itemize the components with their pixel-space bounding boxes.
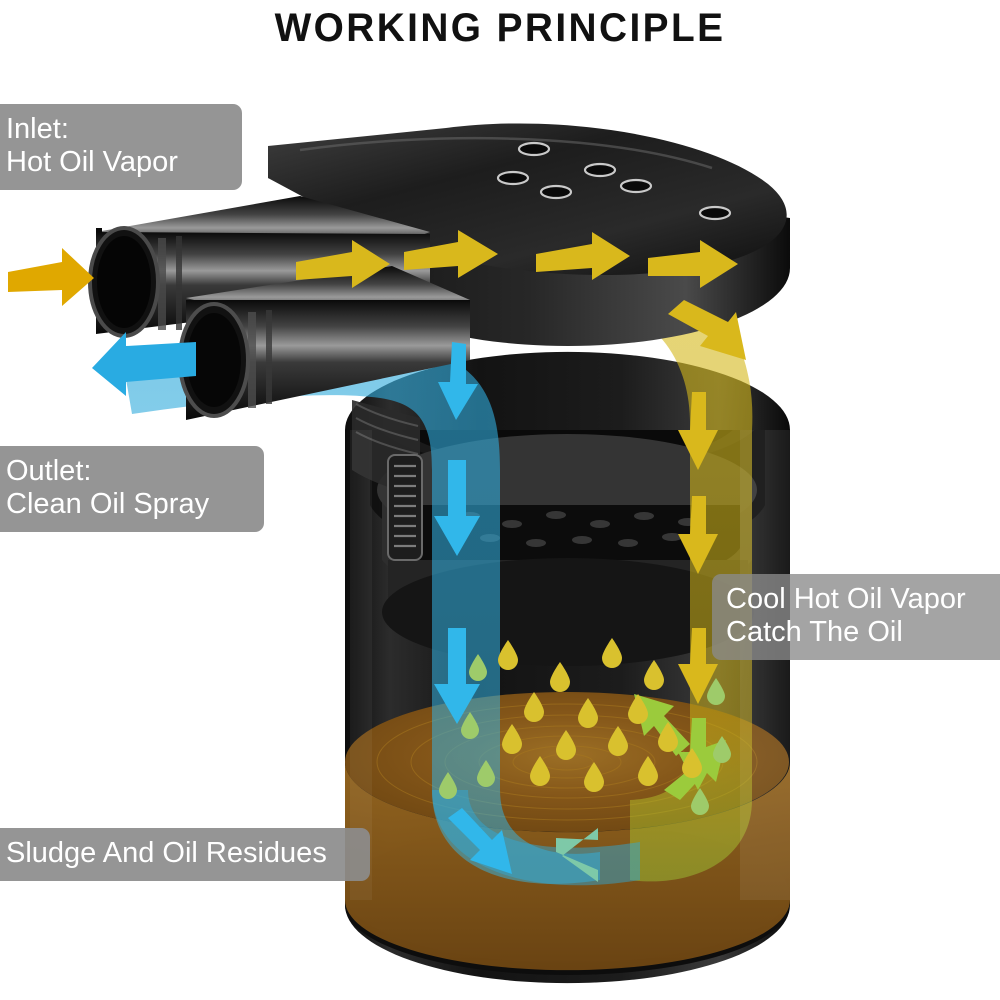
clean-air-arrows-mixed (556, 828, 598, 882)
body-glass-highlight (350, 430, 790, 900)
outlet-tube (178, 266, 470, 420)
lid-screw-holes (496, 141, 732, 221)
callout-outlet: Outlet: Clean Oil Spray (0, 446, 264, 533)
callout-inlet: Inlet: Hot Oil Vapor (0, 104, 242, 191)
body-collar-detail (352, 400, 423, 561)
page-title: WORKING PRINCIPLE (274, 6, 726, 50)
oil-droplets (439, 638, 731, 815)
callout-sludge-and-oil-residues: Sludge And Oil Residues (0, 828, 370, 882)
inlet-arrow-icon (8, 248, 94, 306)
callout-cool-hot-oil-vapor: Cool Hot Oil Vapor Catch The Oil (712, 574, 1000, 661)
clean-air-arrows (434, 342, 512, 874)
outlet-arrow-icon (92, 332, 196, 396)
hot-vapor-arrows (296, 230, 746, 704)
